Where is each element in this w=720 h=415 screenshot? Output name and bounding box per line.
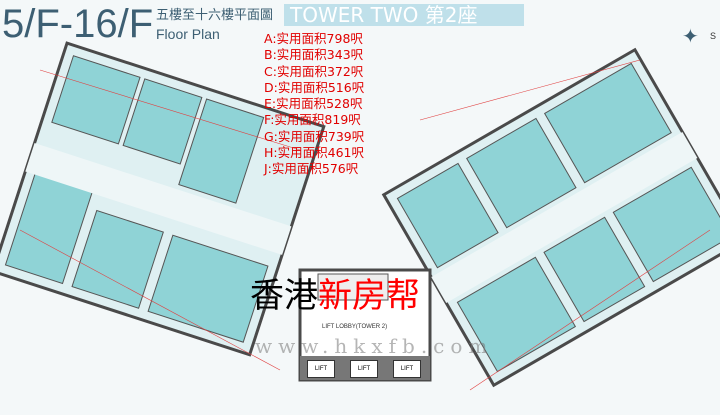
legend-item-e: E:实用面积528呎 xyxy=(264,96,363,112)
compass-star-icon: ✦ xyxy=(682,26,699,48)
lift-2: LIFT xyxy=(350,360,378,378)
watermark-logo: 香港新房帮 xyxy=(250,276,420,316)
floor-plan-title-en: Floor Plan xyxy=(156,26,220,42)
legend-item-c: C:实用面积372呎 xyxy=(264,63,364,79)
legend-item-d: D:实用面积516呎 xyxy=(264,79,365,95)
legend-item-a: A:实用面积798呎 xyxy=(264,31,363,46)
unit-area-legend: A:实用面积798呎 B:实用面积343呎 C:实用面积372呎 D:实用面积5… xyxy=(264,31,364,178)
floor-range-title: 5/F-16/F xyxy=(2,2,154,46)
legend-item-b: B:实用面积343呎 xyxy=(264,47,364,63)
right-wing xyxy=(381,47,720,388)
legend-item-f: F:实用面积819呎 xyxy=(264,112,361,128)
lift-3: LIFT xyxy=(393,360,421,378)
lift-1: LIFT xyxy=(307,360,335,378)
legend-item-h: H:实用面积461呎 xyxy=(264,145,364,161)
legend-item-j: J:实用面积576呎 xyxy=(264,161,359,177)
watermark-url: www.hkxfb.com xyxy=(255,334,494,358)
lift-lobby-label: LIFT LOBBY(TOWER 2) xyxy=(322,324,388,330)
dimension-lines xyxy=(19,59,711,391)
tower-label: TOWER TWO 第2座 xyxy=(284,4,524,26)
stair xyxy=(317,273,389,301)
compass-label: S xyxy=(710,31,717,41)
legend-item-g: G:实用面积739呎 xyxy=(264,128,365,144)
floor-plan-title-cn: 五樓至十六樓平面圖 xyxy=(156,8,274,23)
